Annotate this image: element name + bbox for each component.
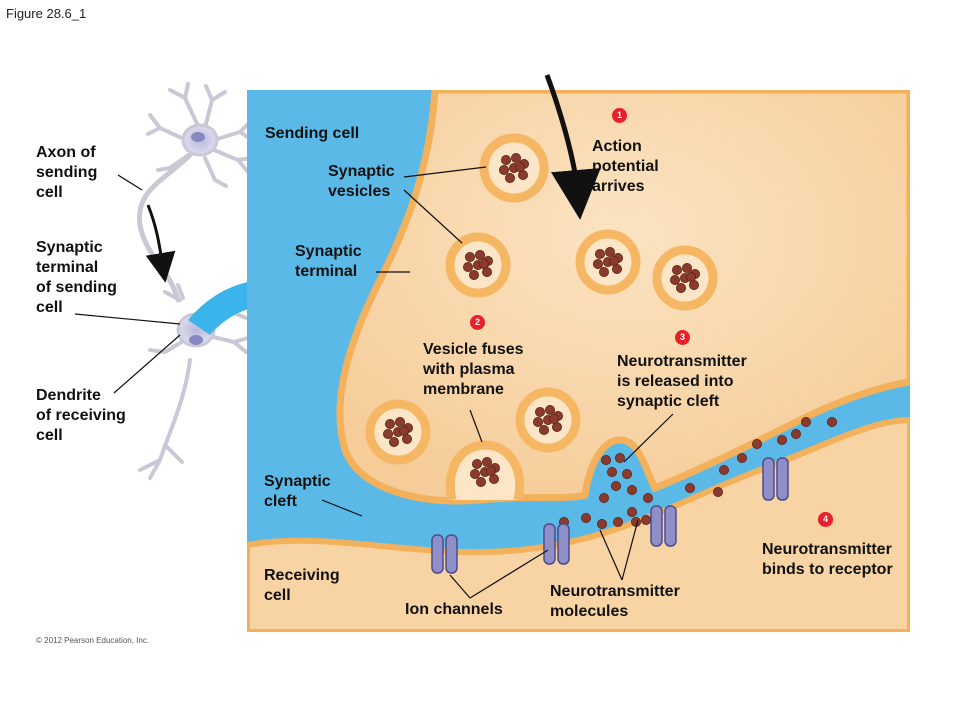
neurotransmitter-dot <box>719 464 730 475</box>
neurotransmitter-dot <box>581 513 592 524</box>
neurotransmitter-dot <box>605 246 616 257</box>
label-sending-cell: Sending cell <box>265 125 360 142</box>
step-4-badge: 4 <box>818 512 833 527</box>
neurotransmitter-dot <box>737 452 748 463</box>
ion-channel <box>762 457 789 501</box>
ion-channel <box>650 505 677 547</box>
neurotransmitter-dot <box>685 482 696 493</box>
ion-channel <box>431 534 458 574</box>
neurotransmitter-dot <box>615 452 626 463</box>
neurotransmitter-dot <box>676 282 687 293</box>
nucleus-icon <box>189 335 203 345</box>
neurotransmitter-dot <box>827 416 838 427</box>
nucleus-icon <box>191 132 205 142</box>
neurotransmitter-dot <box>384 418 395 429</box>
neurotransmitter-dot <box>801 416 812 427</box>
neurotransmitter-dot <box>607 466 618 477</box>
neurotransmitter-dot <box>713 486 724 497</box>
neurotransmitter-dot <box>627 484 638 495</box>
neurotransmitter-dot <box>462 261 473 272</box>
receiving-cell-membrane <box>247 416 910 632</box>
neurotransmitter-dot <box>388 436 399 447</box>
neurotransmitter-dot <box>481 456 492 467</box>
neurotransmitter-dot <box>398 425 409 436</box>
neurotransmitter-dot <box>515 161 526 172</box>
neurotransmitter-dot <box>469 468 480 479</box>
neurotransmitter-dot <box>609 255 620 266</box>
neurotransmitter-dot <box>622 468 633 479</box>
neurotransmitter-dot <box>382 428 393 439</box>
neurotransmitter-dot <box>593 258 604 269</box>
neurotransmitter-dot <box>641 515 652 526</box>
figure-title: Figure 28.6_1 <box>6 6 87 21</box>
signal-direction-arrow <box>145 204 176 283</box>
neurotransmitter-dot <box>601 454 612 465</box>
leader-lines <box>74 166 674 599</box>
neurotransmitter-dot <box>535 406 546 417</box>
neurotransmitter-dot <box>500 154 511 165</box>
neurotransmitter-dot <box>595 248 606 259</box>
neurotransmitter-dot <box>504 172 515 183</box>
neurotransmitter-dot <box>611 480 622 491</box>
neurotransmitter-molecules <box>382 152 838 530</box>
neurotransmitter-dot <box>510 152 521 163</box>
neurotransmitter-dot <box>597 519 608 530</box>
step-1-badge: 1 <box>612 108 627 123</box>
neurotransmitter-dot <box>498 164 509 175</box>
neurotransmitter-dot <box>599 266 610 277</box>
neurotransmitter-dot <box>549 413 560 424</box>
neurotransmitter-dot <box>468 269 479 280</box>
neurotransmitter-dot <box>475 476 486 487</box>
neurotransmitter-dot <box>485 465 496 476</box>
neurotransmitter-dot <box>545 404 556 415</box>
neurotransmitter-dot <box>471 458 482 469</box>
neurotransmitter-dot <box>682 262 693 273</box>
neurotransmitter-dot <box>643 492 654 503</box>
label-ion-channels: Ion channels <box>405 601 503 618</box>
neurotransmitter-dot <box>777 434 788 445</box>
neurotransmitter-dot <box>752 438 763 449</box>
neurotransmitter-dot <box>791 428 802 439</box>
neurotransmitter-dot <box>394 416 405 427</box>
neurotransmitter-dot <box>533 416 544 427</box>
neurotransmitter-dot <box>474 249 485 260</box>
neurotransmitter-dot <box>539 424 550 435</box>
step-3-badge: 3 <box>675 330 690 345</box>
ion-channel <box>543 523 570 565</box>
copyright-notice: © 2012 Pearson Education, Inc. <box>36 636 150 645</box>
neurotransmitter-dot <box>627 506 638 517</box>
ion-channels <box>431 457 789 574</box>
neurotransmitter-dot <box>670 274 681 285</box>
neurotransmitter-dot <box>464 251 475 262</box>
action-potential-arrow <box>544 74 601 220</box>
neurotransmitter-dot <box>613 517 624 528</box>
sending-terminal-membrane <box>336 90 910 505</box>
step-2-badge: 2 <box>470 315 485 330</box>
neurotransmitter-dot <box>478 258 489 269</box>
neurotransmitter-dot <box>686 271 697 282</box>
neurotransmitter-dot <box>672 264 683 275</box>
neurotransmitter-dot <box>599 492 610 503</box>
